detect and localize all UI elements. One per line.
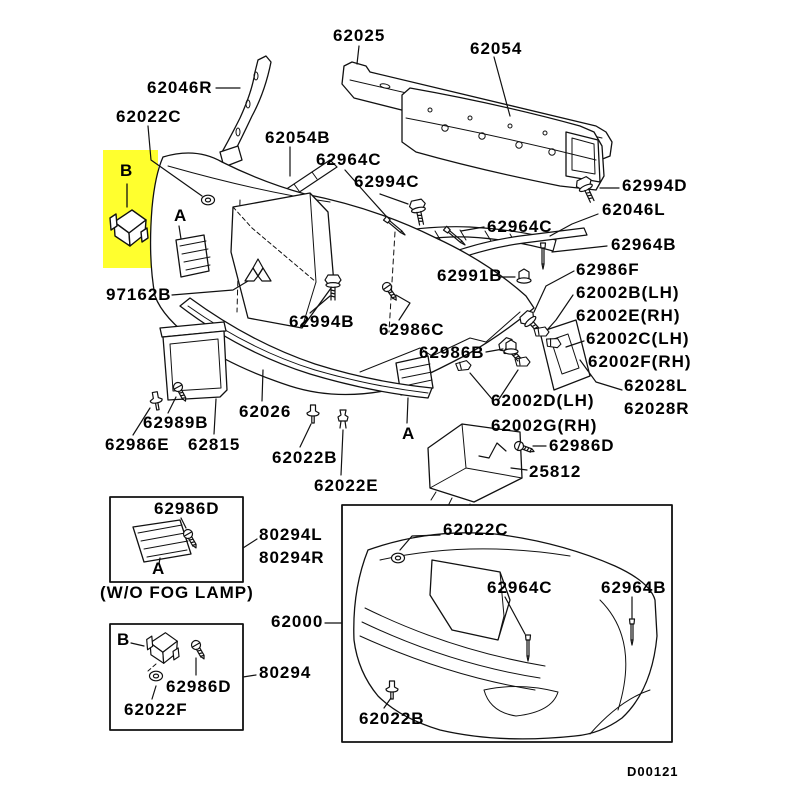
stay-62046R-drawing bbox=[219, 55, 272, 168]
assembled-view-box bbox=[341, 504, 673, 743]
corner-garnish-drawing bbox=[132, 519, 192, 563]
assembled-bumper-drawing bbox=[353, 532, 658, 740]
highlight-block bbox=[103, 150, 158, 268]
screw-62022C-box bbox=[390, 552, 406, 564]
clip-kit-box bbox=[109, 623, 244, 731]
stud-62964B bbox=[539, 242, 547, 270]
nut-62991B bbox=[516, 268, 532, 284]
clip-62022B-main bbox=[306, 404, 320, 424]
side-bracket-62028-drawing bbox=[539, 319, 591, 391]
leader-lines bbox=[130, 45, 633, 709]
license-bracket-62815-drawing bbox=[159, 321, 228, 401]
bolt-62994C bbox=[407, 197, 430, 227]
clip-62002B bbox=[533, 326, 550, 337]
wo-fog-lamp-box bbox=[109, 496, 244, 583]
clip-62022E bbox=[337, 409, 349, 429]
grommet-62022C bbox=[200, 194, 216, 206]
grommet-62022F bbox=[148, 670, 164, 682]
mitsubishi-emblem bbox=[244, 258, 272, 282]
clip-62002D bbox=[454, 359, 472, 372]
clip-62002G bbox=[514, 356, 531, 367]
rivet-62986E bbox=[148, 390, 165, 412]
reinforcement-62054-drawing bbox=[401, 87, 605, 191]
duct-25812-drawing bbox=[427, 423, 523, 513]
highlight-box bbox=[103, 150, 158, 268]
